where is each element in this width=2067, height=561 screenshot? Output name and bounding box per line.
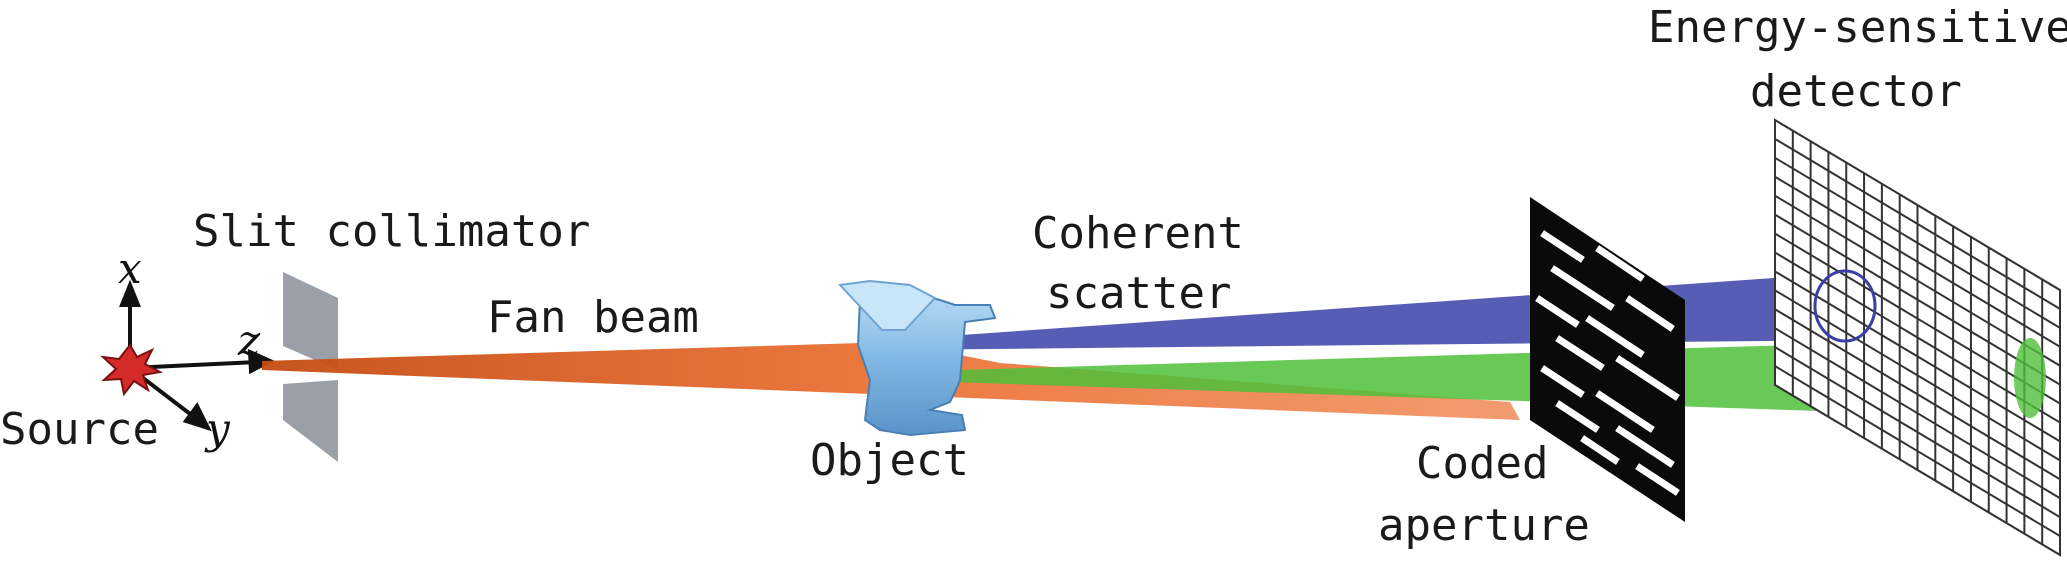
x-axis-label: x [118,244,142,293]
energy-sensitive-label: Energy-sensitive [1648,2,2067,53]
energy-sensitive-detector [1774,118,2061,557]
aperture-label: aperture [1378,500,1590,551]
coherent-label: Coherent [1032,208,1244,259]
y-arrowhead [182,402,212,432]
object-label: Object [810,435,969,486]
scatter-beam-blue [890,272,1860,350]
blue-beam-spot [1813,269,1877,343]
detector-grid-line [1775,289,2060,462]
green-beam-spot [2014,338,2046,418]
detector-grid-line [1775,270,2060,443]
coded-aperture [1530,197,1685,522]
z-arrowhead [247,348,275,375]
detector-grid-line [1775,175,2060,348]
x-arrowhead [119,279,141,307]
detector-label: detector [1750,66,1962,117]
detector-grid-line [1775,346,2060,519]
detector-grid-line [1775,156,2060,329]
scatter-beam-green [890,338,2030,418]
detector-grid-line [1775,365,2060,537]
detector-grid-line [1775,138,2060,310]
object-shape [837,279,997,437]
detector-grid-line [1775,308,2060,481]
detector-grid-line [1775,232,2060,405]
detector-grid-line [1775,194,2060,367]
fan-beam-label: Fan beam [487,292,699,343]
detector-grid-line [1775,213,2060,386]
source-label: Source [0,404,159,455]
coded-label: Coded [1416,438,1549,489]
slit-collimator-label: Slit collimator [193,206,591,257]
y-axis-label: y [206,404,230,453]
source-burst-icon [100,343,164,397]
slit-collimator [283,272,338,462]
scatter-label: scatter [1046,268,1232,319]
detector-grid-line [1775,327,2060,500]
z-axis-label: z [238,316,261,365]
